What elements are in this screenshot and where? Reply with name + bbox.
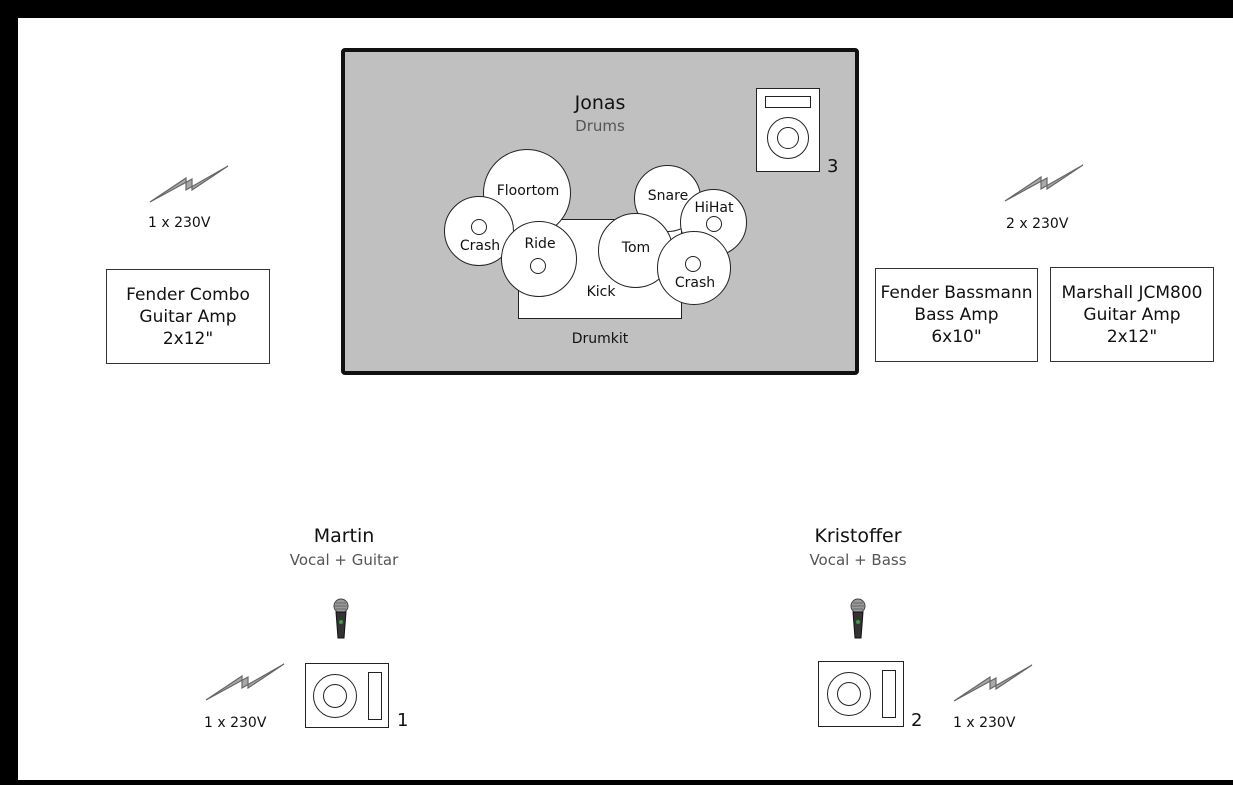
- monitor-horn: [882, 670, 896, 718]
- hihat-label: HiHat: [694, 200, 734, 216]
- cymbal-bell: [471, 219, 487, 235]
- snare-label: Snare: [647, 188, 689, 204]
- amp-model: Fender Combo: [126, 284, 250, 305]
- martin-name: Martin: [313, 525, 375, 547]
- amp-marshall-jcm800: Marshall JCM800 Guitar Amp 2x12": [1050, 267, 1214, 362]
- monitor-speaker-dustcap: [777, 127, 799, 149]
- power-label-kristoffer: 1 x 230V: [953, 715, 1016, 731]
- amp-type: Bass Amp: [914, 305, 999, 325]
- amp-speakers: 2x12": [162, 328, 214, 349]
- ride-label: Ride: [524, 236, 556, 252]
- microphone-icon: [850, 598, 866, 639]
- amp-fender-bassmann: Fender Bassmann Bass Amp 6x10": [875, 268, 1038, 362]
- monitor-1-number: 1: [397, 710, 409, 731]
- power-label-right: 2 x 230V: [1006, 216, 1069, 232]
- monitor-speaker-dustcap: [837, 682, 861, 706]
- power-bolt-icon: [205, 663, 285, 701]
- kick-label: Kick: [586, 284, 616, 300]
- cymbal-bell: [706, 216, 722, 232]
- monitor-speaker-dustcap: [323, 684, 347, 708]
- crash-left-label: Crash: [459, 238, 501, 254]
- monitor-wedge-icon: [756, 88, 820, 172]
- martin-role: Vocal + Guitar: [289, 551, 399, 569]
- floortom-label: Floortom: [496, 183, 560, 199]
- monitor-horn: [368, 672, 382, 720]
- monitor-2-number: 2: [911, 710, 923, 731]
- stage-plot: Jonas Drums Kick Floortom Crash Ride Sna…: [18, 18, 1233, 780]
- monitor-horn: [765, 96, 811, 108]
- cymbal-bell: [685, 256, 701, 272]
- power-label-left: 1 x 230V: [148, 215, 211, 231]
- monitor-wedge-icon: [305, 663, 389, 728]
- drum-riser: Jonas Drums Kick Floortom Crash Ride Sna…: [341, 48, 859, 375]
- tom-label: Tom: [621, 240, 651, 256]
- power-label-martin: 1 x 230V: [204, 715, 267, 731]
- kristoffer-role: Vocal + Bass: [809, 551, 907, 569]
- amp-type: Guitar Amp: [1083, 304, 1181, 325]
- amp-fender-combo: Fender Combo Guitar Amp 2x12": [106, 269, 270, 364]
- drummer-name: Jonas: [574, 92, 626, 114]
- power-bolt-icon: [953, 664, 1033, 702]
- cymbal-bell: [530, 258, 546, 274]
- crash-right-label: Crash: [674, 275, 716, 291]
- monitor-wedge-icon: [818, 661, 904, 727]
- microphone-icon: [333, 598, 349, 639]
- amp-model: Marshall JCM800: [1061, 282, 1203, 303]
- monitor-3-number: 3: [827, 156, 839, 177]
- crash-right-cymbal: Crash: [657, 231, 731, 305]
- power-bolt-icon: [1004, 164, 1084, 202]
- ride-cymbal: Ride: [501, 221, 577, 297]
- drumkit-label: Drumkit: [571, 331, 629, 347]
- kristoffer-name: Kristoffer: [814, 525, 902, 547]
- amp-type: Guitar Amp: [139, 306, 237, 327]
- amp-model: Fender Bassmann: [880, 283, 1033, 303]
- amp-speakers: 6x10": [931, 327, 982, 347]
- drummer-role: Drums: [575, 117, 625, 135]
- power-bolt-icon: [149, 165, 229, 203]
- amp-speakers: 2x12": [1106, 326, 1158, 347]
